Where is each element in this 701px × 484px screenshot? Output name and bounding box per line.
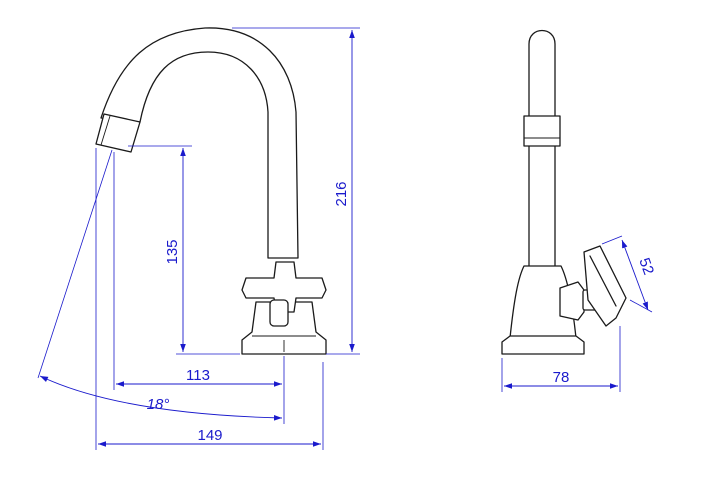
front-view [95,27,327,355]
side-handle-stem [559,281,585,321]
front-handle [241,261,327,313]
dim-label-149: 149 [197,427,222,444]
front-base [241,301,327,355]
dim-label-216: 216 [333,181,350,206]
side-aerator [523,115,561,147]
side-base [501,335,585,355]
dim-label-52: 52 [635,256,657,277]
front-aerator [95,113,141,153]
front-dimensions: 216 135 113 18° 149 [37,27,360,450]
dim-label-angle: 18° [147,396,170,413]
dim-line-52 [621,239,649,311]
dim-label-135: 135 [164,239,181,264]
dim-arc-18 [39,375,283,421]
dim-label-78: 78 [553,369,570,386]
dim-label-113: 113 [186,367,210,384]
side-spout-tube [528,29,556,271]
front-spout [100,27,299,259]
side-dimensions: 78 52 [501,235,657,392]
side-view [501,29,627,355]
